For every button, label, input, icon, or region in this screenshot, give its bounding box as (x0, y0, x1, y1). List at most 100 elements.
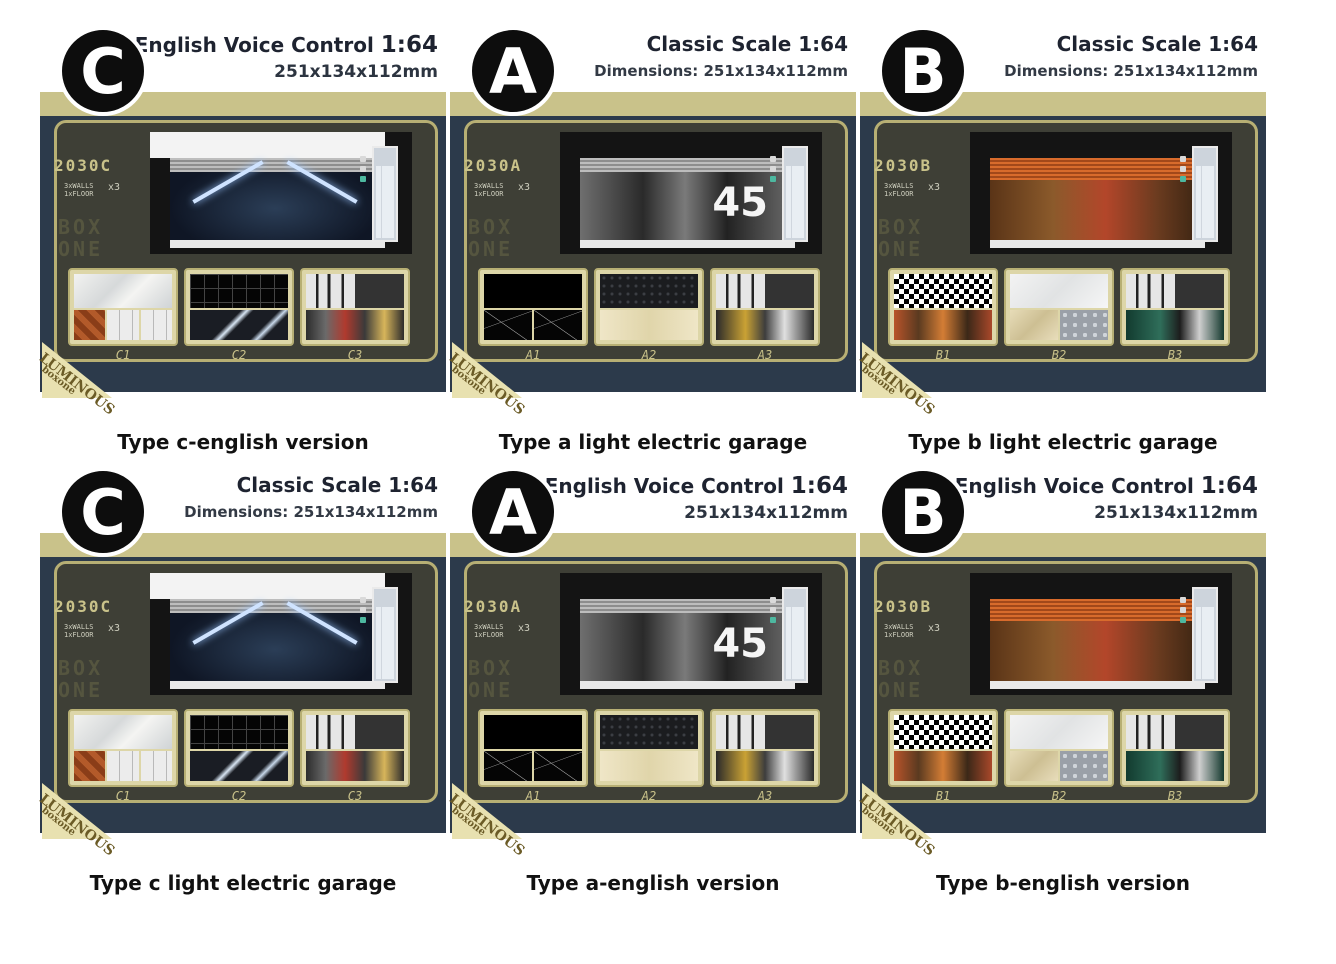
texture-thumb[interactable] (888, 709, 998, 787)
texture-thumb[interactable] (594, 709, 704, 787)
thumb-label: B1 (935, 789, 951, 803)
card-dimensions: 251x134x112mm (1094, 503, 1258, 523)
control-panel (770, 597, 778, 627)
variant-badge: A (468, 26, 558, 116)
garage-door: 45 (580, 599, 790, 683)
thumb-label: C1 (115, 348, 131, 362)
product-card-a-classic[interactable]: A Classic Scale 1:64 Dimensions: 251x134… (446, 20, 856, 454)
card-heading: English Voice Control 1:64 (135, 32, 438, 58)
control-panel (360, 156, 368, 186)
product-card-b-classic[interactable]: B Classic Scale 1:64 Dimensions: 251x134… (856, 20, 1266, 454)
texture-thumb[interactable] (710, 268, 820, 346)
texture-thumb[interactable] (478, 709, 588, 787)
texture-thumb[interactable] (1004, 268, 1114, 346)
garage-roof (150, 573, 385, 599)
thumb-label: C2 (231, 789, 247, 803)
garage-roof (560, 132, 795, 158)
control-panel (1180, 597, 1188, 627)
texture-options: C1 C2 C3 (68, 709, 424, 803)
walls-multiplier: x3 (518, 623, 531, 634)
garage-model-image (970, 132, 1232, 254)
thumb-label: B2 (1051, 348, 1067, 362)
thumb-label: C1 (115, 789, 131, 803)
model-number: 2030A (464, 156, 523, 175)
thumb-label: C3 (347, 789, 363, 803)
product-card-c-english[interactable]: C English Voice Control 1:64 251x134x112… (36, 20, 446, 454)
texture-thumb[interactable] (1120, 709, 1230, 787)
brand-watermark: BOX ONE (468, 215, 514, 261)
texture-thumb[interactable] (1004, 709, 1114, 787)
brand-watermark: BOX ONE (878, 215, 924, 261)
model-number: 2030B (874, 597, 933, 616)
texture-thumb[interactable] (184, 268, 294, 346)
model-number: 2030C (54, 597, 113, 616)
garage-door (990, 599, 1200, 683)
heading-scale: 1:64 (380, 32, 438, 58)
thumb-label: B2 (1051, 789, 1067, 803)
card-caption: Type c-english version (117, 430, 369, 454)
heading-title: English Voice Control (954, 474, 1194, 498)
card-heading: Classic Scale 1:64 (647, 32, 848, 56)
variant-badge: C (58, 26, 148, 116)
side-door (372, 587, 398, 683)
card-caption: Type a light electric garage (498, 430, 808, 454)
brand-watermark: BOX ONE (58, 215, 104, 261)
texture-thumb[interactable] (184, 709, 294, 787)
card-heading: Classic Scale 1:64 (237, 473, 438, 497)
brand-watermark: BOX ONE (878, 656, 924, 702)
control-panel (360, 597, 368, 627)
product-card-c-classic[interactable]: C Classic Scale 1:64 Dimensions: 251x134… (36, 461, 446, 895)
texture-options: B1 B2 B3 (888, 709, 1244, 803)
texture-thumb[interactable] (888, 268, 998, 346)
texture-thumb[interactable] (710, 709, 820, 787)
texture-thumb[interactable] (594, 268, 704, 346)
heading-scale: 1:64 (1200, 473, 1258, 499)
thumb-label: A1 (525, 789, 541, 803)
side-door (1192, 146, 1218, 242)
card-dimensions: Dimensions: 251x134x112mm (1004, 62, 1258, 80)
texture-thumb[interactable] (68, 709, 178, 787)
brand-watermark: BOX ONE (58, 656, 104, 702)
garage-model-image: 45 (560, 573, 822, 695)
heading-scale: 1:64 (790, 473, 848, 499)
shutter (580, 599, 790, 613)
card-caption: Type b-english version (936, 871, 1190, 895)
garage-door (170, 158, 380, 242)
shutter (990, 599, 1200, 621)
thumb-label: A1 (525, 348, 541, 362)
walls-multiplier: x3 (928, 623, 941, 634)
variant-badge: B (878, 26, 968, 116)
garage-floor (990, 240, 1205, 248)
walls-text: 3xWALLS 1xFLOOR (64, 182, 94, 198)
thumb-label: B3 (1167, 348, 1183, 362)
card-caption: Type c light electric garage (89, 871, 397, 895)
product-card-a-english[interactable]: A English Voice Control 1:64 251x134x112… (446, 461, 856, 895)
texture-thumb[interactable] (478, 268, 588, 346)
variant-badge: C (58, 467, 148, 557)
thumb-label: A3 (757, 789, 773, 803)
variant-badge: A (468, 467, 558, 557)
garage-roof (150, 132, 385, 158)
garage-floor (990, 681, 1205, 689)
garage-door (990, 158, 1200, 242)
garage-floor (580, 240, 795, 248)
card-caption: Type b light electric garage (908, 430, 1218, 454)
walls-text: 3xWALLS 1xFLOOR (474, 182, 504, 198)
control-panel (1180, 156, 1188, 186)
thumb-label: C2 (231, 348, 247, 362)
texture-thumb[interactable] (300, 268, 410, 346)
product-card-b-english[interactable]: B English Voice Control 1:64 251x134x112… (856, 461, 1266, 895)
thumb-label: B3 (1167, 789, 1183, 803)
texture-thumb[interactable] (1120, 268, 1230, 346)
card-dimensions: 251x134x112mm (684, 503, 848, 523)
texture-thumb[interactable] (300, 709, 410, 787)
variant-badge: B (878, 467, 968, 557)
texture-thumb[interactable] (68, 268, 178, 346)
brand-watermark: BOX ONE (468, 656, 514, 702)
